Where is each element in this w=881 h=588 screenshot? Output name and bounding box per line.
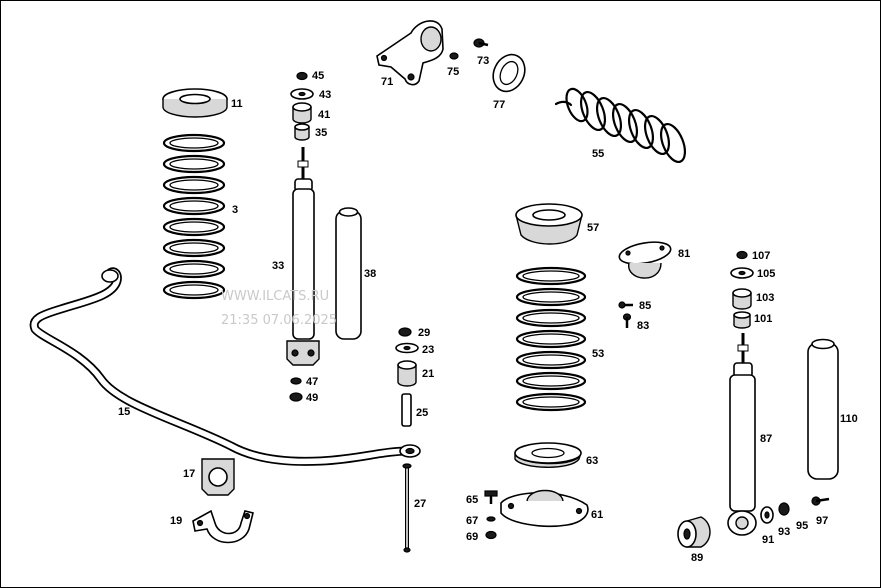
part-101-rubber-bushing[interactable] [733, 311, 751, 329]
callout-45: 45 [312, 70, 324, 82]
part-19-clamp[interactable] [192, 509, 254, 544]
watermark-site: WWW.ILCATS.RU [221, 289, 329, 304]
part-29-nut[interactable] [398, 327, 412, 337]
part-25-spacer-tube[interactable] [401, 393, 412, 427]
callout-3: 3 [232, 204, 238, 216]
callout-17: 17 [183, 468, 195, 480]
part-43-washer[interactable] [290, 88, 314, 100]
part-69-nut[interactable] [485, 530, 497, 540]
callout-69: 69 [466, 531, 478, 543]
part-47-washer[interactable] [290, 377, 302, 385]
part-38-protective-tube[interactable] [335, 207, 362, 340]
callout-43: 43 [319, 89, 331, 101]
callout-67: 67 [466, 515, 478, 527]
part-3-coil-spring[interactable] [162, 133, 226, 300]
part-81-mount[interactable] [618, 239, 673, 279]
callout-53: 53 [592, 348, 604, 360]
part-57-spring-seat[interactable] [515, 203, 583, 245]
callout-63: 63 [586, 455, 598, 467]
callout-57: 57 [587, 222, 599, 234]
callout-91: 91 [762, 534, 774, 546]
callout-38: 38 [364, 268, 376, 280]
callout-73: 73 [477, 55, 489, 67]
callout-23: 23 [422, 344, 434, 356]
callout-81: 81 [678, 248, 690, 260]
callout-27: 27 [414, 498, 426, 510]
callout-110: 110 [840, 413, 858, 425]
callout-75: 75 [447, 66, 459, 78]
callout-25: 25 [416, 407, 428, 419]
part-65-bolt[interactable] [484, 490, 498, 504]
part-15-stabilizer-bar[interactable] [29, 267, 421, 466]
callout-97: 97 [816, 515, 828, 527]
part-67-washer[interactable] [486, 516, 496, 522]
part-77-spring-insulator[interactable] [487, 49, 530, 96]
part-17-rubber-mount[interactable] [201, 458, 235, 496]
part-83-bolt[interactable] [622, 313, 632, 328]
callout-77: 77 [493, 99, 505, 111]
watermark-timestamp: 21:35 07.06.2025 [221, 313, 337, 328]
part-103-rubber-bushing[interactable] [732, 288, 752, 310]
callout-71: 71 [381, 76, 393, 88]
callout-93: 93 [778, 526, 790, 538]
callout-15: 15 [118, 406, 130, 418]
part-105-washer[interactable] [730, 267, 754, 279]
part-41-rubber-bushing[interactable] [292, 102, 312, 124]
callout-35: 35 [315, 127, 327, 139]
part-107-nut[interactable] [736, 250, 748, 260]
part-61-spring-seat[interactable] [500, 489, 589, 528]
callout-55: 55 [592, 148, 604, 160]
part-11-spring-seat[interactable] [162, 88, 228, 118]
callout-33: 33 [272, 260, 284, 272]
part-55-coil-spring[interactable] [554, 86, 690, 165]
part-71-bracket[interactable] [376, 20, 444, 86]
part-85-bolt[interactable] [618, 301, 633, 309]
part-110-protective-tube[interactable] [807, 338, 839, 480]
callout-29: 29 [418, 327, 430, 339]
part-45-nut[interactable] [296, 71, 308, 81]
callout-49: 49 [306, 392, 318, 404]
callout-83: 83 [637, 320, 649, 332]
callout-101: 101 [754, 313, 772, 325]
part-75-nut[interactable] [449, 52, 459, 60]
callout-61: 61 [591, 509, 603, 521]
part-89-rubber-bushing[interactable] [677, 516, 711, 548]
callout-11: 11 [231, 98, 243, 110]
callout-105: 105 [757, 268, 775, 280]
callout-103: 103 [756, 292, 774, 304]
callout-65: 65 [466, 494, 478, 506]
callout-47: 47 [306, 376, 318, 388]
part-63-spring-insulator[interactable] [514, 442, 582, 468]
part-93-washer[interactable] [760, 506, 774, 524]
part-27-connecting-rod[interactable] [402, 463, 412, 553]
callout-95: 95 [796, 520, 808, 532]
part-97-bolt[interactable] [811, 496, 830, 506]
callout-19: 19 [170, 515, 182, 527]
callout-89: 89 [691, 552, 703, 564]
callout-87: 87 [760, 433, 772, 445]
callout-21: 21 [422, 368, 434, 380]
part-87-shock-absorber[interactable] [727, 333, 757, 536]
part-73-bolt[interactable] [473, 38, 489, 48]
callout-107: 107 [752, 250, 770, 262]
part-21-rubber-bushing[interactable] [397, 360, 417, 387]
part-53-coil-spring[interactable] [515, 266, 587, 412]
part-35-rubber-bushing[interactable] [294, 123, 310, 141]
part-23-washer[interactable] [395, 342, 419, 354]
part-49-nut[interactable] [289, 392, 303, 402]
callout-85: 85 [639, 300, 651, 312]
part-33-shock-absorber[interactable] [286, 147, 320, 366]
part-95-washer[interactable] [778, 502, 790, 516]
callout-41: 41 [318, 109, 330, 121]
